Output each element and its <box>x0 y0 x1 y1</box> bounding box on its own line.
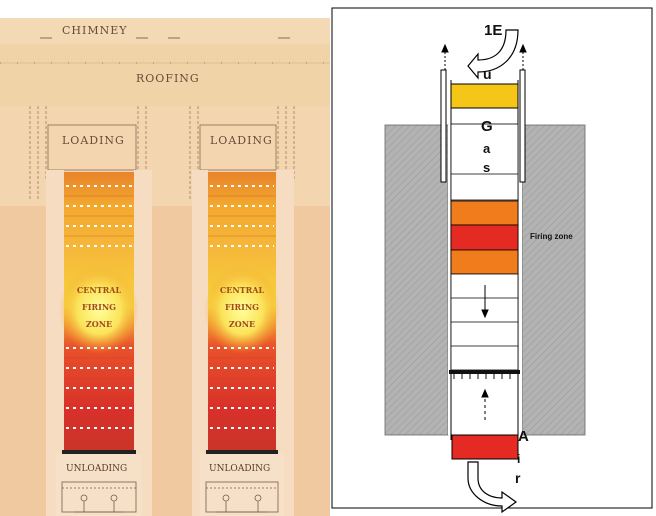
orange-block-1 <box>450 200 519 226</box>
firing-zone-label-1: CENTRAL FIRING ZONE <box>64 282 134 333</box>
top-flow-arrow <box>467 29 519 80</box>
top-label-1e: 1E <box>484 22 503 39</box>
right-wall <box>521 124 586 436</box>
gas-letter-g: G <box>481 118 493 135</box>
loading-label-1: LOADING <box>62 134 125 147</box>
gas-letter-s: s <box>483 160 491 175</box>
zone-word-zone: ZONE <box>85 319 113 329</box>
bottom-flow-arrow <box>467 461 518 514</box>
red-block <box>450 224 519 251</box>
schematic-drawing <box>331 7 653 514</box>
roofing-label: ROOFING <box>136 72 200 85</box>
gas-letter-a: a <box>483 141 491 156</box>
bottom-red-block <box>451 434 519 460</box>
shaft-schematic: 1E u G a s Firing zone A i r <box>330 0 656 516</box>
zone-word-central: CENTRAL <box>219 285 265 295</box>
firing-zone-label-2: CENTRAL FIRING ZONE <box>207 282 277 333</box>
grate <box>449 370 520 374</box>
orange-block-2 <box>450 249 519 275</box>
zone-word-central: CENTRAL <box>76 285 122 295</box>
left-wall <box>384 124 449 436</box>
unloading-label-1: UNLOADING <box>66 464 128 474</box>
unloading-label-2: UNLOADING <box>209 464 271 474</box>
air-letter-a: A <box>518 428 529 445</box>
yellow-block <box>450 83 519 109</box>
chimney-label: CHIMNEY <box>62 24 128 37</box>
kiln-illustration: CHIMNEY ROOFING LOADING LOADING CENTRAL … <box>0 0 330 516</box>
loading-label-2: LOADING <box>210 134 273 147</box>
zone-word-firing: FIRING <box>225 302 259 312</box>
zone-word-zone: ZONE <box>228 319 256 329</box>
kiln-drawing <box>0 0 330 516</box>
air-letter-r: r <box>515 470 521 486</box>
firing-zone-label: Firing zone <box>530 232 573 241</box>
zone-word-firing: FIRING <box>82 302 116 312</box>
top-label-u: u <box>483 66 492 82</box>
air-letter-i: i <box>517 452 521 466</box>
